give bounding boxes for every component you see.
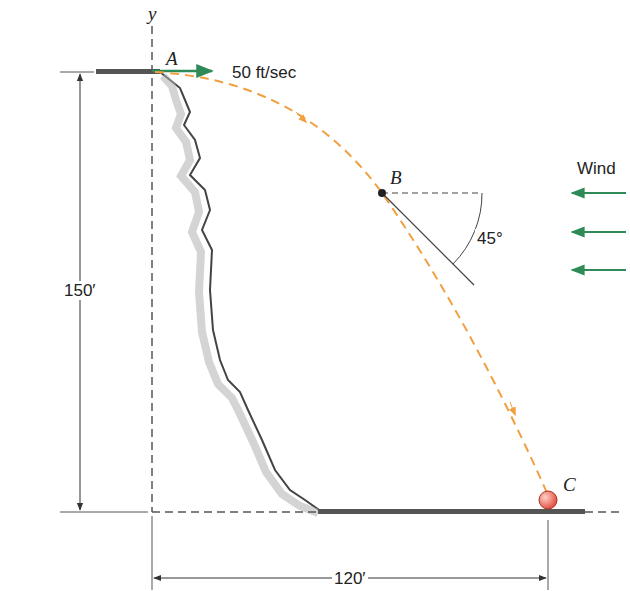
wind-label: Wind bbox=[575, 159, 618, 178]
velocity-label: 50 ft/sec bbox=[230, 63, 298, 82]
angle-label: 45° bbox=[475, 229, 505, 248]
point-label: B bbox=[388, 167, 404, 188]
dimension-label: 150′ bbox=[62, 281, 98, 300]
point-label: A bbox=[164, 48, 180, 69]
axis-label: y bbox=[146, 3, 158, 24]
point-label: C bbox=[561, 474, 578, 495]
dimension-label: 120′ bbox=[332, 569, 368, 588]
